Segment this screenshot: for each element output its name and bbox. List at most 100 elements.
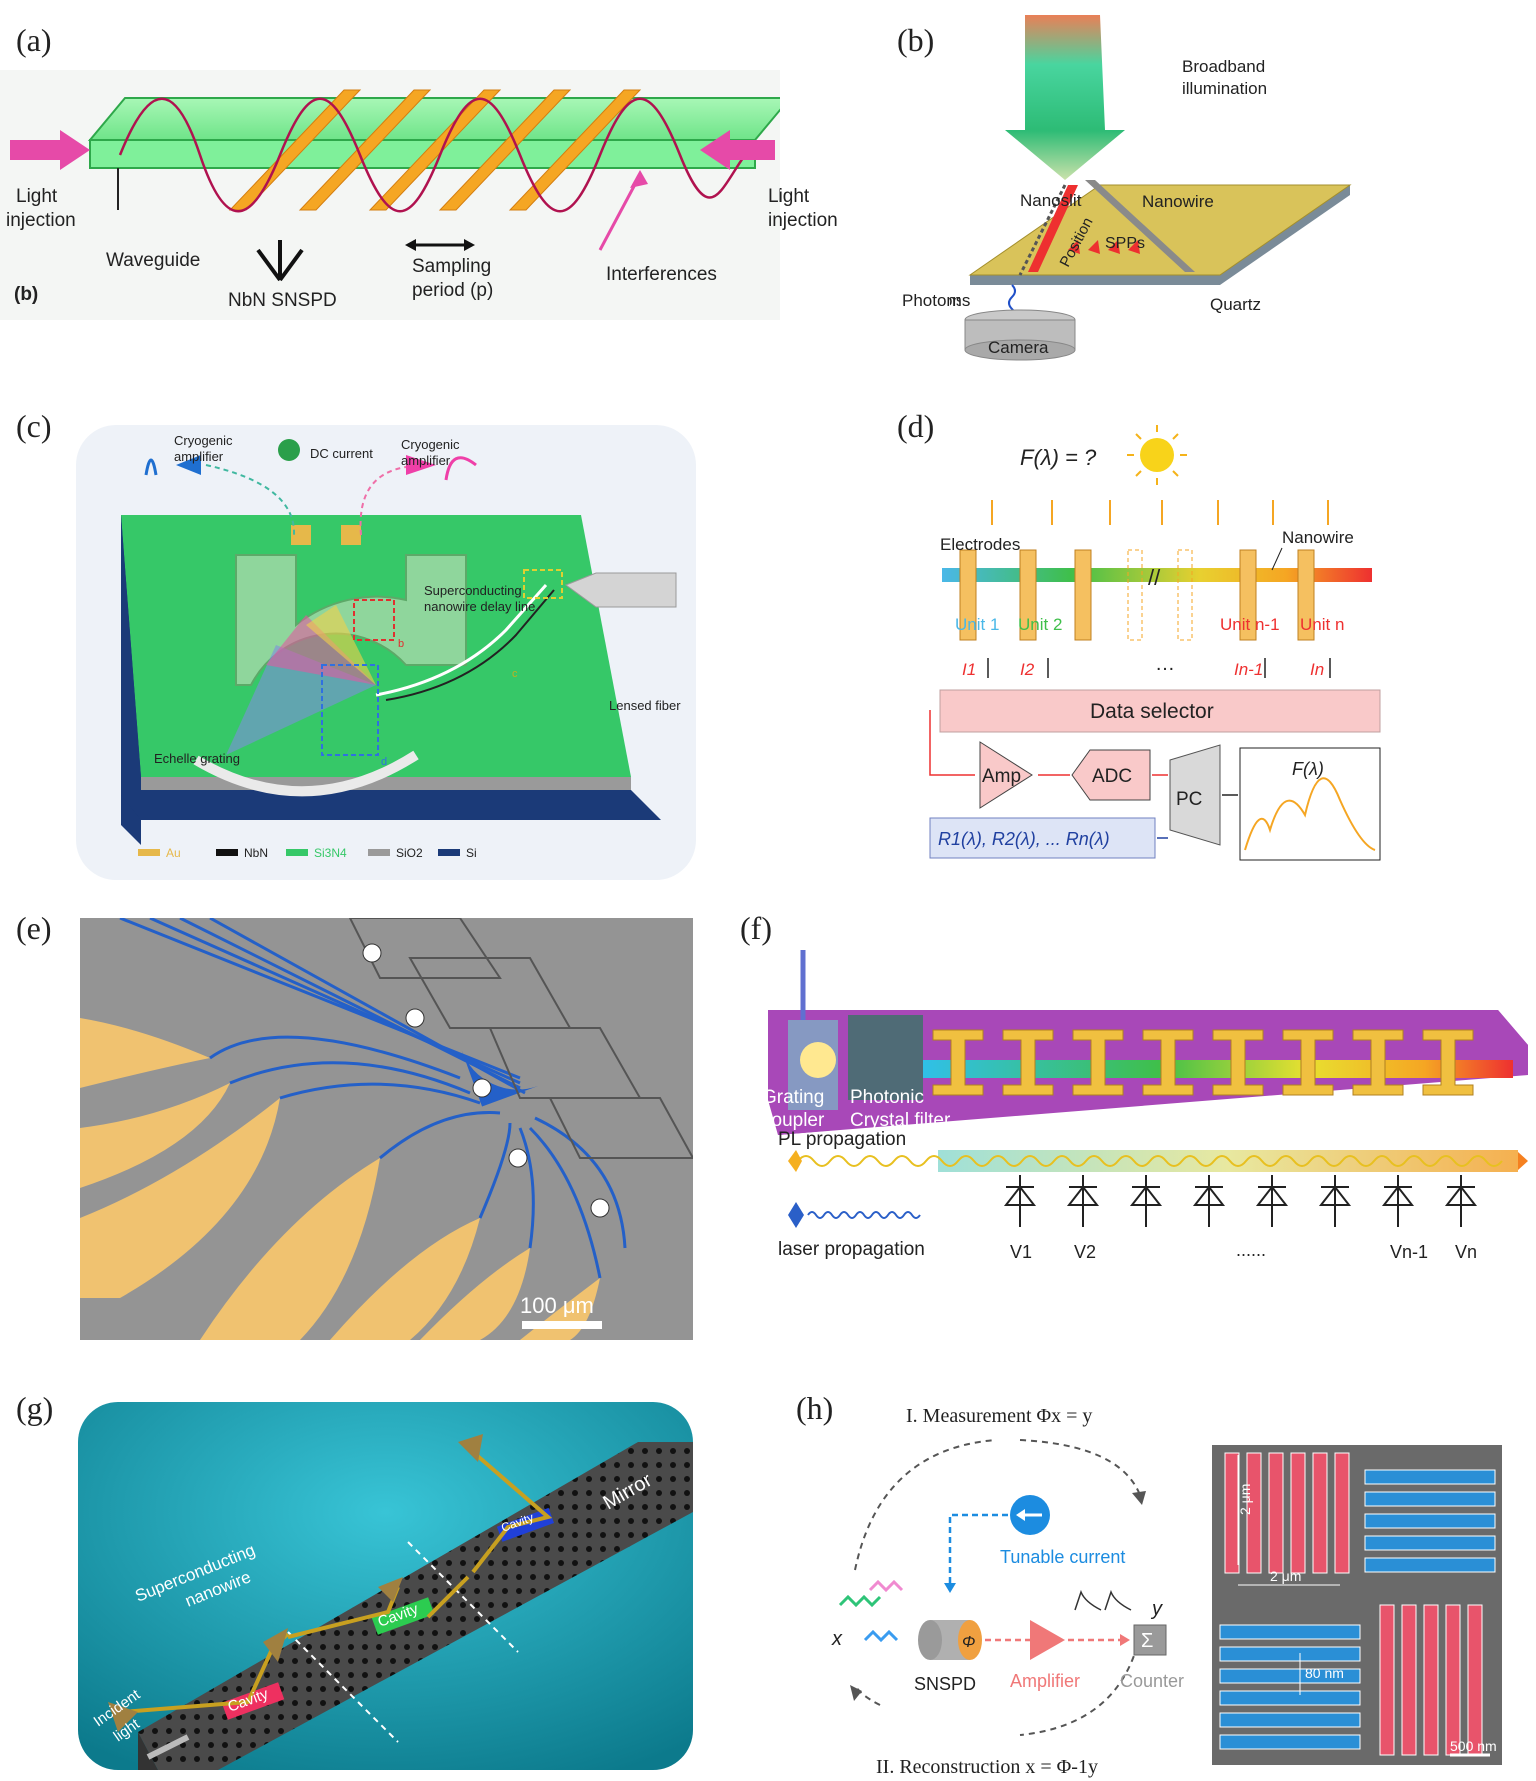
panel-a-sub-label: (b): [14, 284, 38, 305]
light-label-right-2: injection: [768, 210, 838, 231]
chip-side-front: [141, 790, 661, 820]
panel-b-label: (b): [897, 22, 935, 58]
panel-f-label: (f): [740, 910, 772, 946]
light-label-right-1: Light: [778, 186, 780, 207]
ellipsis: …: [1155, 653, 1175, 675]
waveguides: [119, 918, 627, 1279]
current-1: I1: [962, 660, 976, 679]
sun-icon: [1140, 438, 1174, 472]
wire-pads: [108, 1434, 483, 1732]
svg-text://: //: [1148, 565, 1161, 590]
v1: V1: [1010, 1242, 1032, 1262]
crystal-label-1: Photonic: [850, 1087, 924, 1108]
nanoslit-label: Nanoslit: [1020, 191, 1082, 210]
f-electrodes: [932, 1029, 1474, 1096]
formula: F(λ) = ?: [1020, 445, 1097, 470]
response-label: R1(λ), R2(λ), ... Rn(λ): [938, 829, 1110, 849]
amplifier-label: Amplifier: [1010, 1671, 1080, 1691]
panel-c-label: (c): [16, 408, 52, 444]
panel-d-label: (d): [897, 408, 935, 444]
pl-label: PL propagation: [778, 1129, 906, 1150]
snspd-label: NbN SNSPD: [228, 290, 337, 311]
material-legend: Au NbN Si3N4 SiO2 Si: [138, 846, 477, 860]
recon-label: II. Reconstruction x = Φ-1y: [876, 1756, 1098, 1778]
light-arrow-left: [10, 130, 90, 170]
vn-1: Vn-1: [1390, 1242, 1428, 1262]
echelle-label: Echelle grating: [154, 751, 240, 766]
interference-wave: [118, 97, 747, 213]
v2: V2: [1074, 1242, 1096, 1262]
sampling-label-2: period (p): [412, 280, 493, 301]
photons-label-outer: Photons: [902, 291, 960, 310]
legend-nbn: NbN: [244, 846, 268, 860]
waveguide-label: Waveguide: [106, 250, 200, 271]
cryo-right-1: Cryogenic: [401, 437, 460, 452]
box-d: d: [381, 756, 387, 768]
photons-label: Photons: [950, 291, 970, 310]
legend-sio2: SiO2: [396, 846, 423, 860]
snspd-label: SNSPD: [914, 1674, 976, 1694]
sem-image: [1212, 1445, 1502, 1765]
camera-label: Camera: [988, 338, 1049, 357]
photons-label-holder: Photons: [902, 291, 960, 310]
lensed-fiber: Lensed fiber: [609, 698, 681, 713]
panel-c-diagram: Cryogenic amplifier DC current Cryogenic…: [76, 425, 696, 880]
light-label-left-1: Light: [16, 186, 58, 207]
chip-top: [121, 515, 631, 777]
panel-h-label: (h): [796, 1390, 834, 1426]
panel-a-diagram: Light injection Light Waveguide NbN SNSP…: [0, 70, 780, 320]
cryo-right-2: amplifier: [401, 453, 451, 468]
spectrum-curve: [1244, 777, 1376, 851]
current-n: In: [1310, 660, 1324, 679]
panel-a-right-labels: Light injection: [768, 186, 838, 231]
interferences-label: Interferences: [606, 264, 717, 285]
light-arrow-right: [700, 130, 775, 170]
sampling-label-1: Sampling: [412, 256, 491, 277]
panel-b-diagram: Broadband illumination Nanoslit Nanowire…: [950, 15, 1352, 361]
current-2: I2: [1020, 660, 1035, 679]
dim-80nm: 80 nm: [1305, 1665, 1344, 1681]
legend-au: Au: [166, 846, 181, 860]
adc-box: [1071, 749, 1151, 801]
panel-e-label: (e): [16, 910, 52, 946]
sem-scale-label: 500 nm: [1450, 1738, 1497, 1754]
panel-h-diagram: I. Measurement Φx = y Tunable current x …: [831, 1405, 1502, 1778]
legend-si3n4: Si3N4: [314, 846, 347, 860]
red-slit: [1028, 185, 1078, 272]
adc-label: ADC: [1092, 766, 1132, 787]
delay-line-2: nanowire delay line: [424, 599, 535, 614]
nanowire-label: Nanowire: [1282, 528, 1354, 547]
light-label-right-1b: Light: [768, 186, 810, 207]
waveguide-top: [87, 97, 780, 141]
unit-2: Unit 2: [1018, 615, 1062, 634]
current-n-1: In-1: [1234, 660, 1263, 679]
scale-bar-label: 100 μm: [520, 1293, 594, 1318]
pc-box: [1169, 744, 1221, 846]
detector-heads: [362, 943, 610, 1218]
quartz-label: Quartz: [1210, 295, 1261, 314]
grating-label-1: Grating: [762, 1087, 824, 1108]
gold-pads: [80, 1018, 600, 1340]
tunable-label: Tunable current: [1000, 1547, 1125, 1567]
measure-label: I. Measurement Φx = y: [906, 1405, 1092, 1427]
amp-label: Amp: [982, 766, 1021, 787]
panel-g-label: (g): [16, 1390, 54, 1426]
unit-1: Unit 1: [955, 615, 999, 634]
unit-n-1: Unit n-1: [1220, 615, 1280, 634]
panel-f-diagram: Grating coupler Photonic Crystal filter …: [762, 950, 1528, 1262]
waveguide-front: [89, 139, 756, 169]
x-label: x: [831, 1628, 843, 1650]
broadband-label-2: illumination: [1182, 79, 1267, 98]
chip-sio2: [141, 777, 631, 790]
y-label: y: [1150, 1598, 1163, 1620]
panel-d-diagram: F(λ) = ? // Electrodes Nanowire Unit 1 U…: [929, 425, 1381, 861]
unit-n: Unit n: [1300, 615, 1344, 634]
box-c: c: [512, 668, 518, 680]
cryo-left-2: amplifier: [174, 449, 224, 464]
light-label-left-2: injection: [6, 210, 76, 231]
crystal-label-2: Crystal filter: [850, 1110, 951, 1131]
pl-star: [788, 1150, 802, 1172]
amp-triangle: [979, 741, 1033, 809]
svg-text:Σ: Σ: [1141, 1630, 1153, 1652]
echelle-grating: [193, 750, 419, 797]
